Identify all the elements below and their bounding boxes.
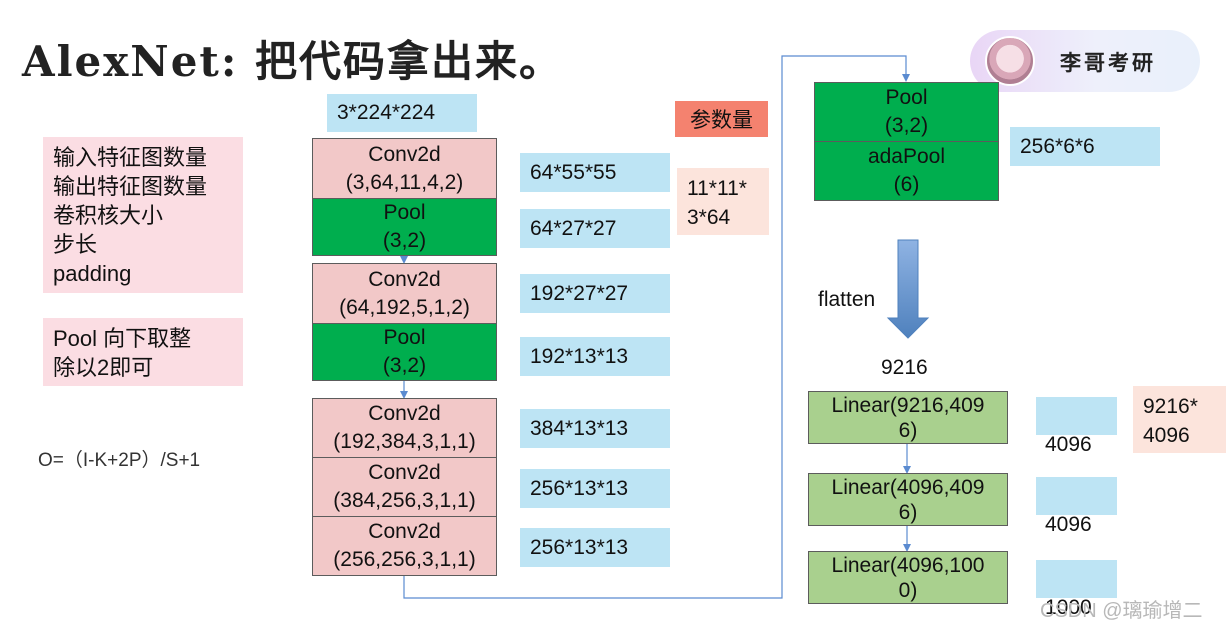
conv3-node: Conv2d (192,384,3,1,1) (312, 398, 497, 458)
linear1-params: 9216* 4096 (1133, 386, 1226, 453)
page-title: AlexNet: 把代码拿出来。 (22, 37, 563, 86)
linear2-shape: 4096 (1045, 513, 1092, 536)
pool2-node: Pool (3,2) (312, 323, 497, 381)
conv1-shape: 64*55*55 (520, 153, 670, 192)
conv-params-note: 输入特征图数量 输出特征图数量 卷积核大小 步长 padding (43, 137, 243, 293)
conv5-node: Conv2d (256,256,3,1,1) (312, 516, 497, 576)
linear3-shape: 1000 (1045, 596, 1092, 619)
linear1-node: Linear(9216,409 6) (808, 391, 1008, 444)
conv4-node: Conv2d (384,256,3,1,1) (312, 457, 497, 517)
conv5-shape: 256*13*13 (520, 528, 670, 567)
avatar-icon (985, 36, 1035, 86)
linear2-shape-box (1036, 477, 1117, 515)
conv1-node: Conv2d (3,64,11,4,2) (312, 138, 497, 199)
linear3-shape-box (1036, 560, 1117, 598)
pool1-node: Pool (3,2) (312, 198, 497, 256)
pool-note: Pool 向下取整 除以2即可 (43, 318, 243, 386)
author-badge-text: 李哥考研 (1060, 52, 1156, 75)
pool1-shape: 64*27*27 (520, 209, 670, 248)
linear1-shape: 4096 (1045, 433, 1092, 456)
conv3-shape: 384*13*13 (520, 409, 670, 448)
flatten-arrow-icon (886, 239, 930, 339)
params-label: 参数量 (675, 101, 768, 137)
flatten-label: flatten (818, 288, 876, 311)
linear1-shape-box (1036, 397, 1117, 435)
conv2-node: Conv2d (64,192,5,1,2) (312, 263, 497, 324)
pool3-node: Pool (3,2) (814, 82, 999, 142)
conv1-params: 11*11* 3*64 (677, 168, 769, 235)
conv2-shape: 192*27*27 (520, 274, 670, 313)
watermark: CSDN @璃瑜增二 (1040, 600, 1203, 622)
adapool-shape: 256*6*6 (1010, 127, 1160, 166)
adapool-node: adaPool (6) (814, 141, 999, 201)
linear3-node: Linear(4096,100 0) (808, 551, 1008, 604)
input-size-box: 3*224*224 (327, 94, 477, 132)
conv4-shape: 256*13*13 (520, 469, 670, 508)
connector-conv5-to-pool3 (403, 55, 910, 599)
output-size-formula: O=（I-K+2P）/S+1 (38, 450, 201, 471)
linear2-node: Linear(4096,409 6) (808, 473, 1008, 526)
pool2-shape: 192*13*13 (520, 337, 670, 376)
flatten-size: 9216 (881, 356, 928, 379)
